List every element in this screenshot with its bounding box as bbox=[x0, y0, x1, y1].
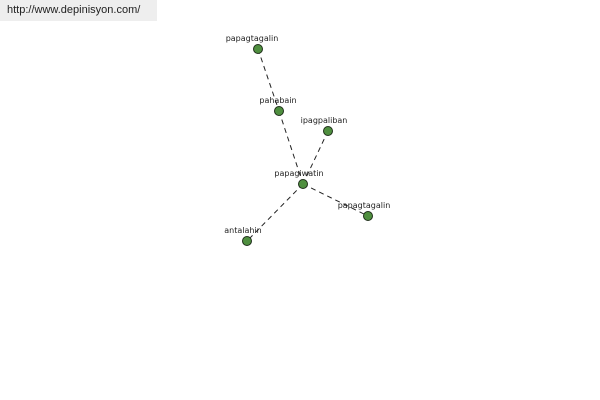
node-label: papagtagalin bbox=[338, 201, 391, 210]
graph-edge bbox=[302, 183, 369, 217]
graph-node: antalahin bbox=[224, 226, 262, 246]
graph-node: papagiwatin bbox=[274, 169, 324, 189]
graph-node: papagtagalin bbox=[338, 201, 391, 221]
node-dot bbox=[242, 236, 252, 246]
graph-node: papagtagalin bbox=[226, 34, 279, 54]
node-dot bbox=[323, 126, 333, 136]
graph-edge bbox=[257, 48, 280, 112]
graph-edge bbox=[302, 130, 329, 185]
node-label: pahabain bbox=[259, 96, 296, 105]
node-label: papagiwatin bbox=[274, 169, 323, 178]
node-dot bbox=[253, 44, 263, 54]
node-dot bbox=[298, 179, 308, 189]
graph-edge bbox=[246, 183, 304, 242]
node-dot bbox=[363, 211, 373, 221]
watermark-url: http://www.depinisyon.com/ bbox=[0, 0, 157, 21]
node-label: ipagpaliban bbox=[301, 116, 348, 125]
edges-layer bbox=[246, 48, 369, 242]
nodes-layer: papagtagalin pahabain ipagpaliban papagiwat… bbox=[224, 34, 390, 246]
node-dot bbox=[274, 106, 284, 116]
graph-node: pahabain bbox=[259, 96, 297, 116]
graph-node: ipagpaliban bbox=[301, 116, 348, 136]
graph-edge bbox=[278, 110, 304, 185]
node-label: papagtagalin bbox=[226, 34, 279, 43]
node-label: antalahin bbox=[224, 226, 262, 235]
